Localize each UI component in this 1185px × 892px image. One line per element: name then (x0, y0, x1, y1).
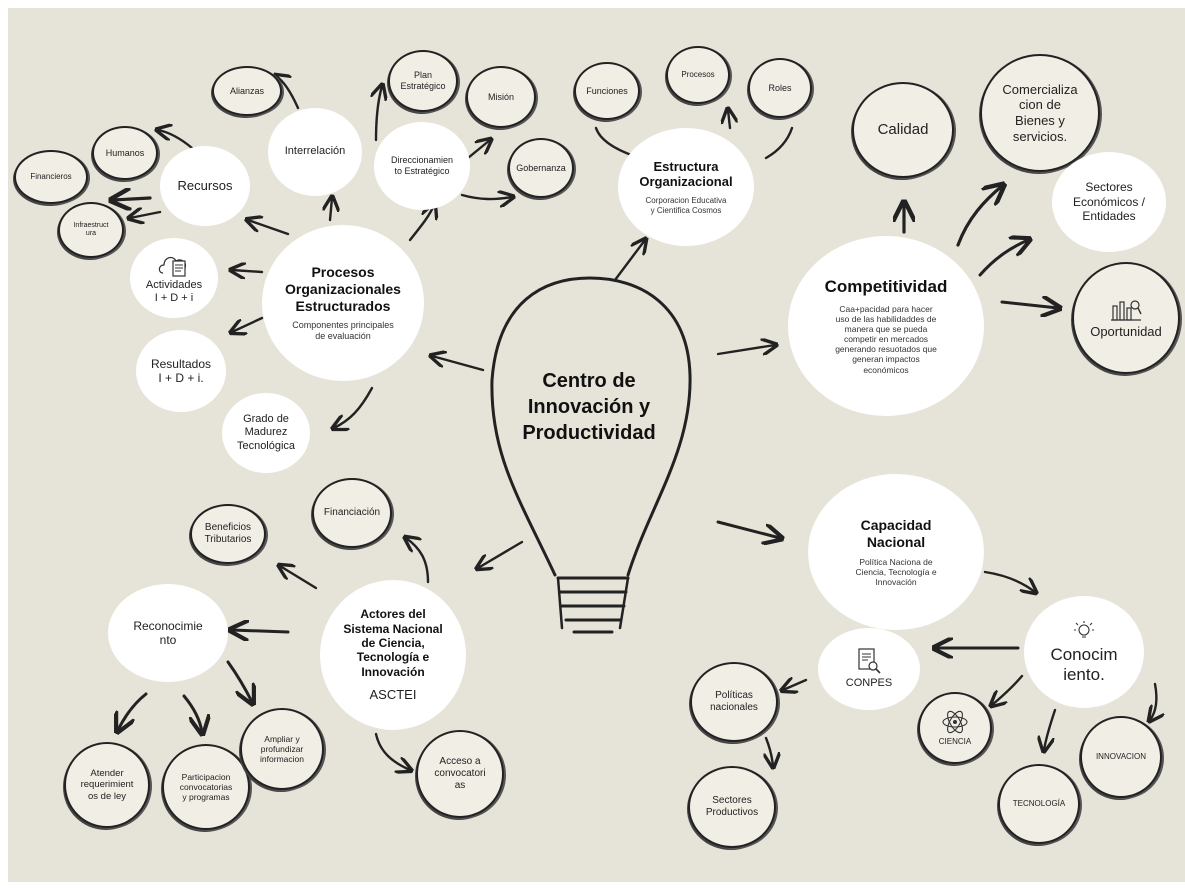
cloud-document-icon (158, 256, 186, 277)
lightbulb-outline (490, 276, 692, 577)
resultados-node: Resultados I + D + i. (136, 330, 226, 412)
conocimiento-label: Conocim iento. (1050, 644, 1118, 684)
estructura-subtitle: Corporacion Educativa y Cientifica Cosmo… (645, 196, 727, 215)
financieros-label: Financieros (30, 172, 72, 182)
actores-title: Actores del Sistema Nacional de Ciencia,… (343, 607, 443, 679)
interrelacion-node: Interrelación (268, 108, 362, 196)
procesos-title: Procesos Organizacionales Estructurados (285, 264, 401, 314)
humanos-node: Humanos (92, 126, 158, 180)
tecnologia-node: TECNOLOGÍA (998, 764, 1080, 844)
actores-node: Actores del Sistema Nacional de Ciencia,… (320, 580, 466, 730)
recursos-node: Recursos (160, 146, 250, 226)
alianzas-node: Alianzas (212, 66, 282, 116)
capacidad-title: Capacidad Nacional (860, 516, 932, 550)
conpes-label: CONPES (845, 677, 893, 690)
oportunidad-label: Oportunidad (1090, 324, 1162, 340)
sectores-label: Sectores Económicos / Entidades (1072, 180, 1146, 224)
recursos-label: Recursos (177, 178, 233, 194)
atender-label: Atender requerimient os de ley (80, 767, 134, 802)
actividades-label: Actividades I + D + i (145, 278, 203, 304)
actividades-node: Actividades I + D + i (130, 238, 218, 318)
direccionamiento-label: Direccionamien to Estratégico (390, 155, 454, 176)
participacion-node: Participacion convocatorias y programas (162, 744, 250, 830)
atom-icon (942, 710, 968, 734)
procesos-subtitle: Componentes principales de evaluación (292, 320, 394, 342)
oportunidad-node: Oportunidad (1072, 262, 1180, 374)
direccionamiento-node: Direccionamien to Estratégico (374, 122, 470, 210)
politicas-node: Políticas nacionales (690, 662, 778, 742)
lightbulb-idea-icon (1074, 620, 1094, 638)
document-search-icon (858, 648, 881, 674)
center-title: Centro de Innovación y Productividad (522, 370, 656, 444)
ciencia-label: CIENCIA (938, 737, 972, 747)
plan-node: Plan Estratégico (388, 50, 458, 112)
capacidad-node: Capacidad Nacional Política Naciona de C… (808, 474, 984, 630)
acceso-label: Acceso a convocatori as (434, 756, 486, 791)
beneficios-label: Beneficios Tributarios (204, 522, 252, 545)
ciencia-node: CIENCIA (918, 692, 992, 764)
procesos-node: Procesos Organizacionales Estructurados … (262, 225, 424, 381)
acceso-node: Acceso a convocatori as (416, 730, 504, 818)
estructura-node: Estructura Organizacional Corporacion Ed… (618, 128, 754, 246)
actores-acronym: ASCTEI (369, 687, 417, 703)
infraestructura-node: Infraestruct ura (58, 202, 124, 258)
financiacion-label: Financiación (323, 507, 381, 518)
ampliar-label: Ampliar y profundizar informacion (260, 733, 304, 765)
calidad-label: Calidad (877, 121, 929, 138)
procesos-sub-label: Procesos (681, 70, 715, 80)
interrelacion-label: Interrelación (284, 145, 346, 158)
plan-label: Plan Estratégico (400, 70, 446, 91)
roles-label: Roles (768, 82, 792, 93)
grado-label: Grado de Madurez Tecnológica (236, 413, 296, 452)
competitividad-subtitle: Caa+pacidad para hacer uso de las habili… (835, 303, 937, 375)
capacidad-subtitle: Política Naciona de Ciencia, Tecnología … (855, 556, 937, 587)
growth-chart-icon (1111, 300, 1142, 321)
financieros-node: Financieros (14, 150, 88, 204)
tecnologia-label: TECNOLOGÍA (1012, 799, 1066, 809)
comercializacion-node: Comercializa cion de Bienes y servicios. (980, 54, 1100, 172)
funciones-node: Funciones (574, 62, 640, 120)
competitividad-title: Competitividad (824, 277, 948, 297)
conpes-node: CONPES (818, 628, 920, 710)
financiacion-node: Financiación (312, 478, 392, 548)
lightbulb-base (556, 576, 630, 634)
gobernanza-label: Gobernanza (516, 162, 566, 173)
ampliar-node: Ampliar y profundizar informacion (240, 708, 324, 790)
calidad-node: Calidad (852, 82, 954, 178)
procesos-sub-node: Procesos (666, 46, 730, 104)
politicas-label: Políticas nacionales (710, 690, 758, 713)
beneficios-node: Beneficios Tributarios (190, 504, 266, 564)
comercializacion-label: Comercializa cion de Bienes y servicios. (1002, 81, 1078, 144)
sectores-productivos-label: Sectores Productivos (705, 795, 759, 818)
mision-node: Misión (466, 66, 536, 128)
infraestructura-label: Infraestruct ura (73, 221, 109, 237)
roles-node: Roles (748, 58, 812, 118)
mision-label: Misión (487, 91, 514, 102)
humanos-label: Humanos (105, 147, 145, 158)
resultados-label: Resultados I + D + i. (150, 356, 212, 385)
sectores-node: Sectores Económicos / Entidades (1052, 152, 1166, 252)
innovacion-label: INNOVACION (1095, 752, 1147, 762)
conocimiento-node: Conocim iento. (1024, 596, 1144, 708)
sectores-productivos-node: Sectores Productivos (688, 766, 776, 848)
competitividad-node: Competitividad Caa+pacidad para hacer us… (788, 236, 984, 416)
innovacion-node: INNOVACION (1080, 716, 1162, 798)
estructura-title: Estructura Organizacional (639, 158, 733, 190)
reconocimiento-node: Reconocimie nto (108, 584, 228, 682)
reconocimiento-label: Reconocimie nto (133, 618, 203, 647)
alianzas-label: Alianzas (229, 85, 265, 96)
funciones-label: Funciones (586, 85, 628, 96)
participacion-label: Participacion convocatorias y programas (179, 771, 233, 803)
grado-node: Grado de Madurez Tecnológica (222, 393, 310, 473)
gobernanza-node: Gobernanza (508, 138, 574, 198)
atender-node: Atender requerimient os de ley (64, 742, 150, 828)
